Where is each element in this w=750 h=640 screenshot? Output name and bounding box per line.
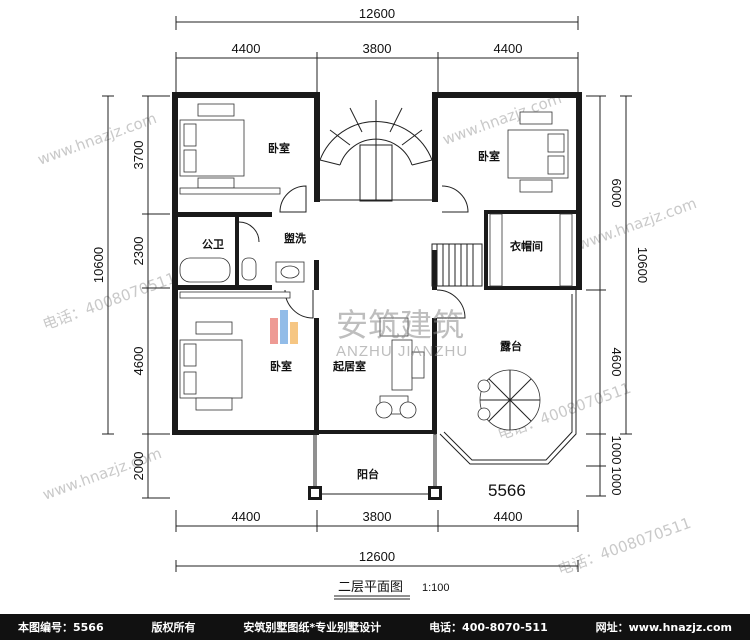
logo-text-en: ANZHU JIANZHU <box>336 343 468 360</box>
dim-bottom-seg: 4400 <box>494 509 523 524</box>
room-label-terrace: 露台 <box>500 339 522 353</box>
spiral-stair <box>319 100 433 202</box>
dim-bottom-seg: 3800 <box>363 509 392 524</box>
footer-phone: 电话：400-8070-511 <box>429 621 548 634</box>
footer-rights: 版权所有 <box>151 621 196 634</box>
dim-top-seg: 4400 <box>494 41 523 56</box>
footer-code: 本图编号：5566 <box>18 621 104 634</box>
logo-mark-red <box>270 318 278 344</box>
footer-bar: 本图编号：5566 版权所有 安筑别墅图纸*专业别墅设计 电话：400-8070… <box>0 614 750 640</box>
drawing-title: 二层平面图 <box>338 580 403 595</box>
plan-code: 5566 <box>488 481 526 500</box>
dimension-lines <box>102 16 632 572</box>
terrace-railing <box>439 290 577 465</box>
balcony-outline <box>308 433 442 500</box>
logo-text-cn: 安筑建筑 <box>336 306 464 344</box>
room-label-balcony: 阳台 <box>357 467 379 481</box>
dim-left-seg: 2300 <box>131 237 146 266</box>
drawing-scale: 1:100 <box>422 582 450 594</box>
watermark-site: www.hnazjz.com <box>575 194 699 254</box>
dim-bottom-seg: 4400 <box>232 509 261 524</box>
dim-left-total: 10600 <box>91 247 106 283</box>
dim-overall-bottom: 12600 <box>359 549 395 564</box>
straight-stair <box>431 243 483 287</box>
dim-overall-top: 12600 <box>359 6 395 21</box>
room-label-bathroom: 公卫 <box>202 238 224 251</box>
dim-top-seg: 3800 <box>363 41 392 56</box>
furniture <box>179 103 573 431</box>
logo-mark-blue <box>280 310 288 344</box>
dim-right-seg: 6000 <box>609 179 624 208</box>
room-label-bedroom-sw: 卧室 <box>270 359 292 373</box>
brand-logo: 安筑建筑 ANZHU JIANZHU <box>270 306 468 360</box>
dim-right-seg: 4600 <box>609 348 624 377</box>
footer-site: 网址：www.hnazjz.com <box>595 621 732 634</box>
walls <box>172 92 582 435</box>
room-label-bedroom-nw: 卧室 <box>268 141 290 155</box>
watermark-phone: 电话：4008070511 <box>40 269 178 334</box>
dim-top-seg: 4400 <box>232 41 261 56</box>
room-label-living-room: 起居室 <box>332 359 366 373</box>
footer-brand: 安筑别墅图纸*专业别墅设计 <box>243 621 382 634</box>
dim-left-seg: 3700 <box>131 141 146 170</box>
dim-left-seg: 4600 <box>131 347 146 376</box>
watermark-phone: 电话：4008070511 <box>555 514 693 579</box>
room-label-bedroom-ne: 卧室 <box>478 149 500 163</box>
dim-right-seg: 1000 <box>609 436 624 465</box>
room-label-wardrobe: 衣帽间 <box>510 239 543 253</box>
dim-right-seg: 1000 <box>609 467 624 496</box>
logo-mark-orange <box>290 322 298 344</box>
dim-left-seg: 2000 <box>131 452 146 481</box>
dim-right-total: 10600 <box>635 247 650 283</box>
room-label-washroom: 盥洗 <box>284 231 306 245</box>
